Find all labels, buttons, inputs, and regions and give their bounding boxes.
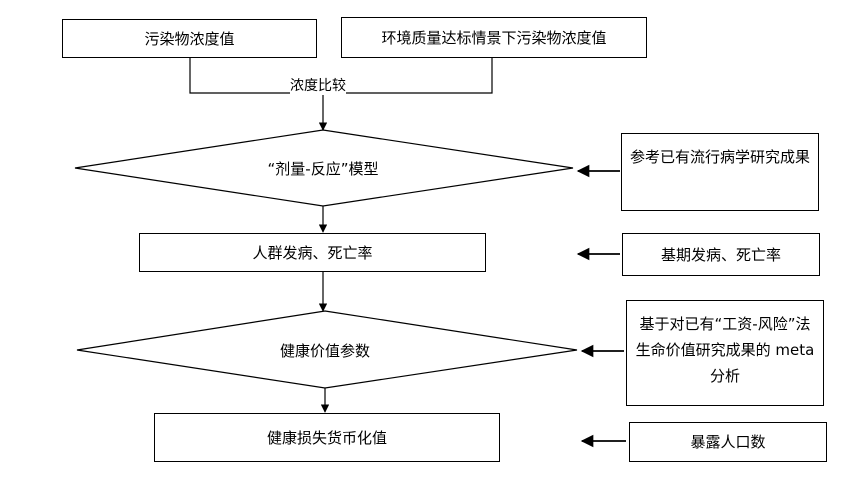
standard-concentration-text: 环境质量达标情景下污染物浓度值 [381,28,607,47]
health-value-parameter-label: 健康价值参数 [279,342,370,360]
health-loss-value-text: 健康损失货币化值 [266,428,387,447]
population-incidence-text: 人群发病、死亡率 [252,243,373,262]
exposed-population-box: 暴露人口数 [629,422,827,462]
standard-concentration-box: 环境质量达标情景下污染物浓度值 [341,17,647,58]
pollutant-concentration-box: 污染物浓度值 [62,19,317,58]
wage-risk-meta-text: 基于对已有“工资-风险”法生命价值研究成果的 meta 分析 [635,315,815,385]
pollutant-concentration-text: 污染物浓度值 [144,29,235,48]
exposed-population-text: 暴露人口数 [690,433,766,451]
comparison-label: 浓度比较 [290,75,346,95]
wage-risk-meta-box: 基于对已有“工资-风险”法生命价值研究成果的 meta 分析 [626,300,824,406]
baseline-incidence-text: 基期发病、死亡率 [660,245,781,264]
dose-response-model-label: “剂量-反应”模型 [267,160,379,178]
health-loss-value-box: 健康损失货币化值 [154,413,500,462]
population-incidence-box: 人群发病、死亡率 [139,233,486,272]
epidemiology-reference-box: 参考已有流行病学研究成果 [621,133,819,211]
epidemiology-reference-text: 参考已有流行病学研究成果 [630,148,811,166]
baseline-incidence-box: 基期发病、死亡率 [622,233,820,276]
